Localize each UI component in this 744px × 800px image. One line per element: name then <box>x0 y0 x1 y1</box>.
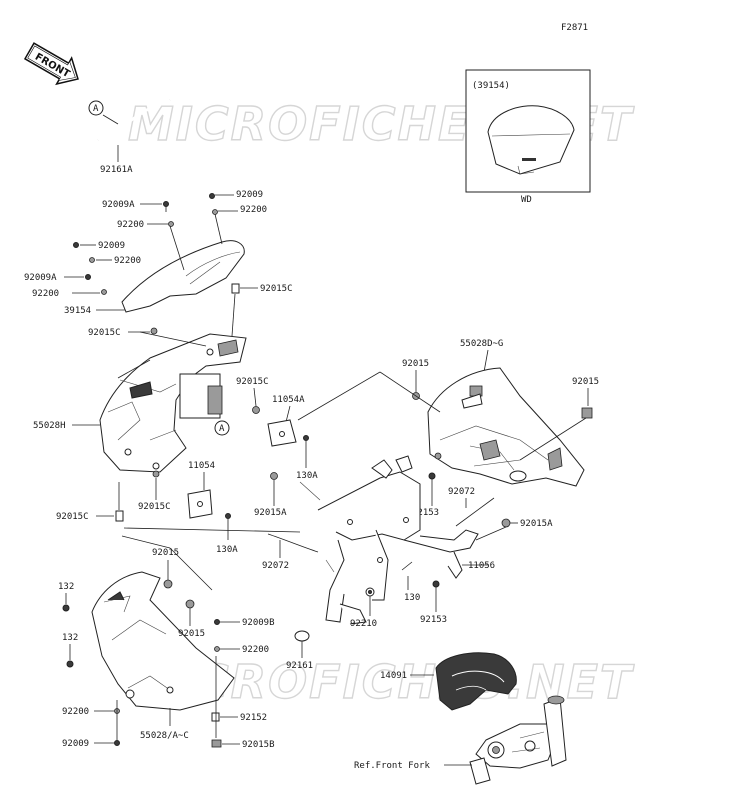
callout-a-mid: A <box>219 424 225 434</box>
windshield-wd-variant <box>487 105 575 175</box>
bolt-icon <box>225 513 231 519</box>
washer-icon <box>89 257 95 263</box>
label-92200-low: 92200 <box>32 289 59 299</box>
band-92072-right <box>455 497 495 527</box>
upper-cowl-55028h <box>99 333 247 473</box>
front-direction-arrow-icon: FRONT <box>23 42 79 86</box>
screw-icon <box>62 604 70 612</box>
windshield-39154 <box>121 240 245 313</box>
label-92009a-mid: 92009A <box>24 273 57 283</box>
label-92015c-mid: 92015C <box>236 377 269 387</box>
inset-part-ref: (39154) <box>472 81 510 91</box>
label-132-lower: 132 <box>62 633 78 643</box>
label-132-upper: 132 <box>58 582 74 592</box>
label-130a-lower: 130A <box>216 545 238 555</box>
label-92015-left: 92015 <box>152 548 179 558</box>
label-11056: 11056 <box>468 561 495 571</box>
washer-icon <box>212 209 218 215</box>
screw-icon <box>214 619 220 625</box>
grommet-icon <box>163 579 173 589</box>
bolt-130 <box>401 561 413 571</box>
label-92153-upper: 92153 <box>412 508 439 518</box>
grommet-icon <box>231 283 240 294</box>
washer-icon <box>168 221 174 227</box>
screw-icon <box>66 660 74 668</box>
front-fork-reference <box>469 695 567 785</box>
label-55028d-g: 55028D~G <box>460 339 503 349</box>
figure-code: F2871 <box>561 23 588 33</box>
label-92015c-side: 92015C <box>56 512 89 522</box>
grommet-icon <box>434 452 442 460</box>
cap-92161 <box>294 630 310 642</box>
screw-icon <box>114 740 120 746</box>
washer-icon <box>214 646 220 652</box>
label-92009b: 92009B <box>242 618 275 628</box>
label-11054: 11054 <box>188 461 215 471</box>
grommet-icon <box>185 599 195 609</box>
label-92009-top: 92009 <box>236 190 263 200</box>
screw-icon <box>73 242 79 248</box>
grommet-icon <box>501 518 511 528</box>
label-130a-upper: 130A <box>296 471 318 481</box>
label-92009a-top: 92009A <box>102 200 135 210</box>
label-92072-right: 92072 <box>448 487 475 497</box>
callout-a-circle-top <box>88 100 104 116</box>
label-92009-mid: 92009 <box>98 241 125 251</box>
label-92015a-right: 92015A <box>520 519 553 529</box>
label-39154: 39154 <box>64 306 91 316</box>
grommet-icon <box>252 406 260 414</box>
label-92015c-screen: 92015C <box>260 284 293 294</box>
label-92015b: 92015B <box>242 740 275 750</box>
washer-icon <box>101 289 107 295</box>
label-92200-top-right: 92200 <box>240 205 267 215</box>
grommet-icon <box>270 472 278 480</box>
screw-icon <box>163 201 169 212</box>
grommet-icon <box>211 739 222 748</box>
label-92200-under: 92200 <box>242 645 269 655</box>
label-92015c-lower: 92015C <box>138 502 171 512</box>
callout-a-circle-mid <box>214 420 230 436</box>
label-55028h: 55028H <box>33 421 66 431</box>
label-92210: 92210 <box>350 619 377 629</box>
label-92161a: 92161A <box>100 165 133 175</box>
cowling-stay-frame <box>299 455 479 625</box>
cover-14091 <box>435 652 517 711</box>
label-92152: 92152 <box>240 713 267 723</box>
label-92153-lower: 92153 <box>420 615 447 625</box>
label-92161: 92161 <box>286 661 313 671</box>
label-11054a: 11054A <box>272 395 305 405</box>
label-92015-right: 92015 <box>572 377 599 387</box>
side-cover-55028d-g <box>427 367 585 487</box>
label-92200-top-left: 92200 <box>117 220 144 230</box>
bolt-icon <box>428 472 436 480</box>
label-55028-a-c: 55028/A~C <box>140 731 189 741</box>
grommet-icon <box>150 327 158 335</box>
band-92072-left <box>267 533 319 553</box>
grommet-icon <box>115 510 124 522</box>
grommet-icon <box>152 470 160 478</box>
label-92009-bottom: 92009 <box>62 739 89 749</box>
bolt-icon <box>303 435 309 441</box>
screw-icon <box>209 193 215 199</box>
label-92015c-upper: 92015C <box>88 328 121 338</box>
label-130: 130 <box>404 593 420 603</box>
callout-a-top: A <box>93 104 99 114</box>
label-92015a-left: 92015A <box>254 508 287 518</box>
bolt-icon <box>432 580 440 588</box>
spacer-icon <box>211 712 220 722</box>
label-92015-center: 92015 <box>402 359 429 369</box>
grommet-icon <box>581 407 593 419</box>
inset-variant-label: WD <box>521 195 532 205</box>
screw-icon <box>85 274 91 280</box>
lower-cowl-55028-a-c <box>91 571 235 711</box>
label-92200-bottom: 92200 <box>62 707 89 717</box>
label-ref-front-fork: Ref.Front Fork <box>354 761 430 771</box>
label-92200-mid: 92200 <box>114 256 141 266</box>
label-14091: 14091 <box>380 671 407 681</box>
label-92015-under: 92015 <box>178 629 205 639</box>
label-92072-left: 92072 <box>262 561 289 571</box>
